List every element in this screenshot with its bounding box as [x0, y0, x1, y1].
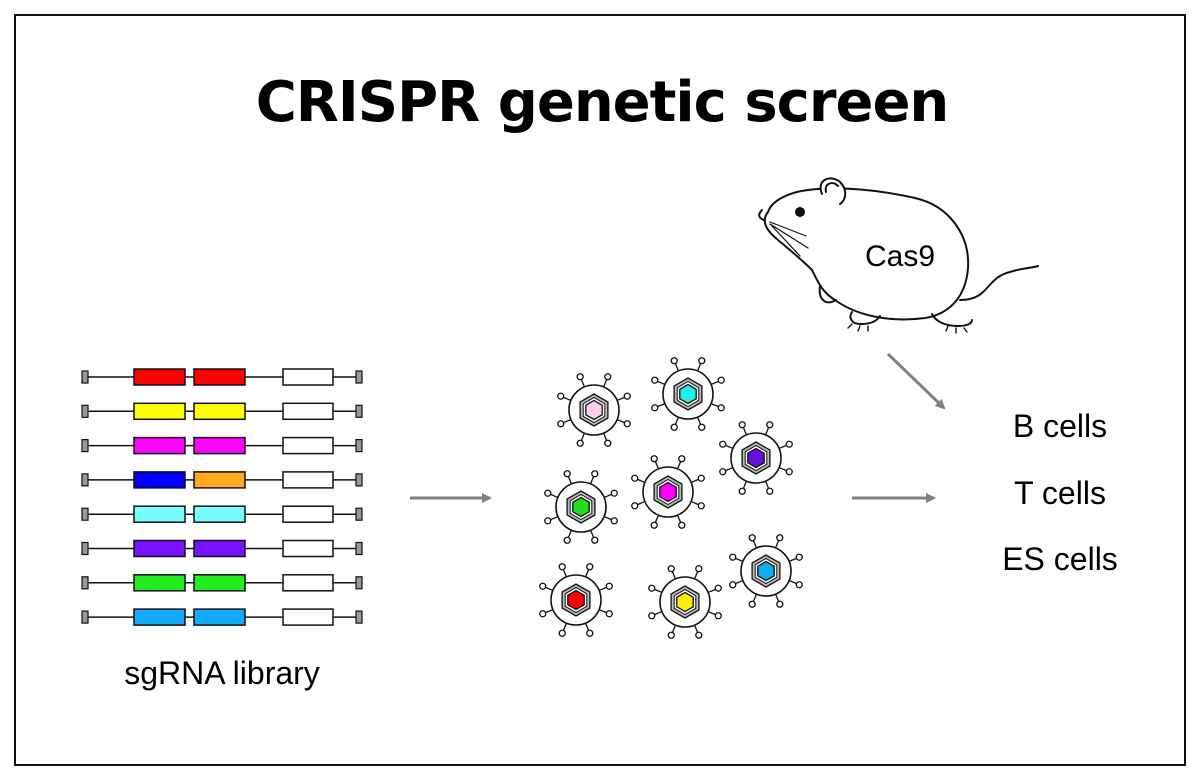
virus-particle — [544, 470, 618, 544]
virus-particle — [719, 421, 793, 495]
virus-particle — [648, 565, 722, 639]
sgrna-construct — [81, 574, 363, 592]
sgrna-construct — [81, 539, 363, 558]
virus-particle — [539, 563, 613, 637]
arrow-mouse-to-cells — [886, 352, 946, 410]
cell-type-b-cells: B cells — [1012, 408, 1108, 444]
virus-particle — [651, 357, 725, 431]
sgrna-construct — [81, 471, 363, 489]
virus-particle — [631, 455, 705, 529]
sgrna-library-label: sgRNA library — [124, 655, 320, 691]
mouse-icon — [758, 177, 1039, 334]
cell-type-es-cells: ES cells — [1002, 541, 1118, 577]
sgrna-construct — [81, 368, 363, 386]
virus-particle — [729, 534, 803, 608]
sgrna-construct — [81, 402, 363, 421]
virus-particle — [557, 373, 631, 447]
sgrna-construct — [81, 608, 363, 626]
virus-particles — [539, 357, 803, 639]
cell-type-t-cells: T cells — [1014, 475, 1106, 511]
sgrna-construct — [81, 505, 363, 523]
sgrna-construct — [81, 436, 363, 455]
sgrna-library — [81, 368, 363, 626]
page-title: CRISPR genetic screen — [255, 70, 950, 135]
cas9-label: Cas9 — [864, 240, 936, 273]
